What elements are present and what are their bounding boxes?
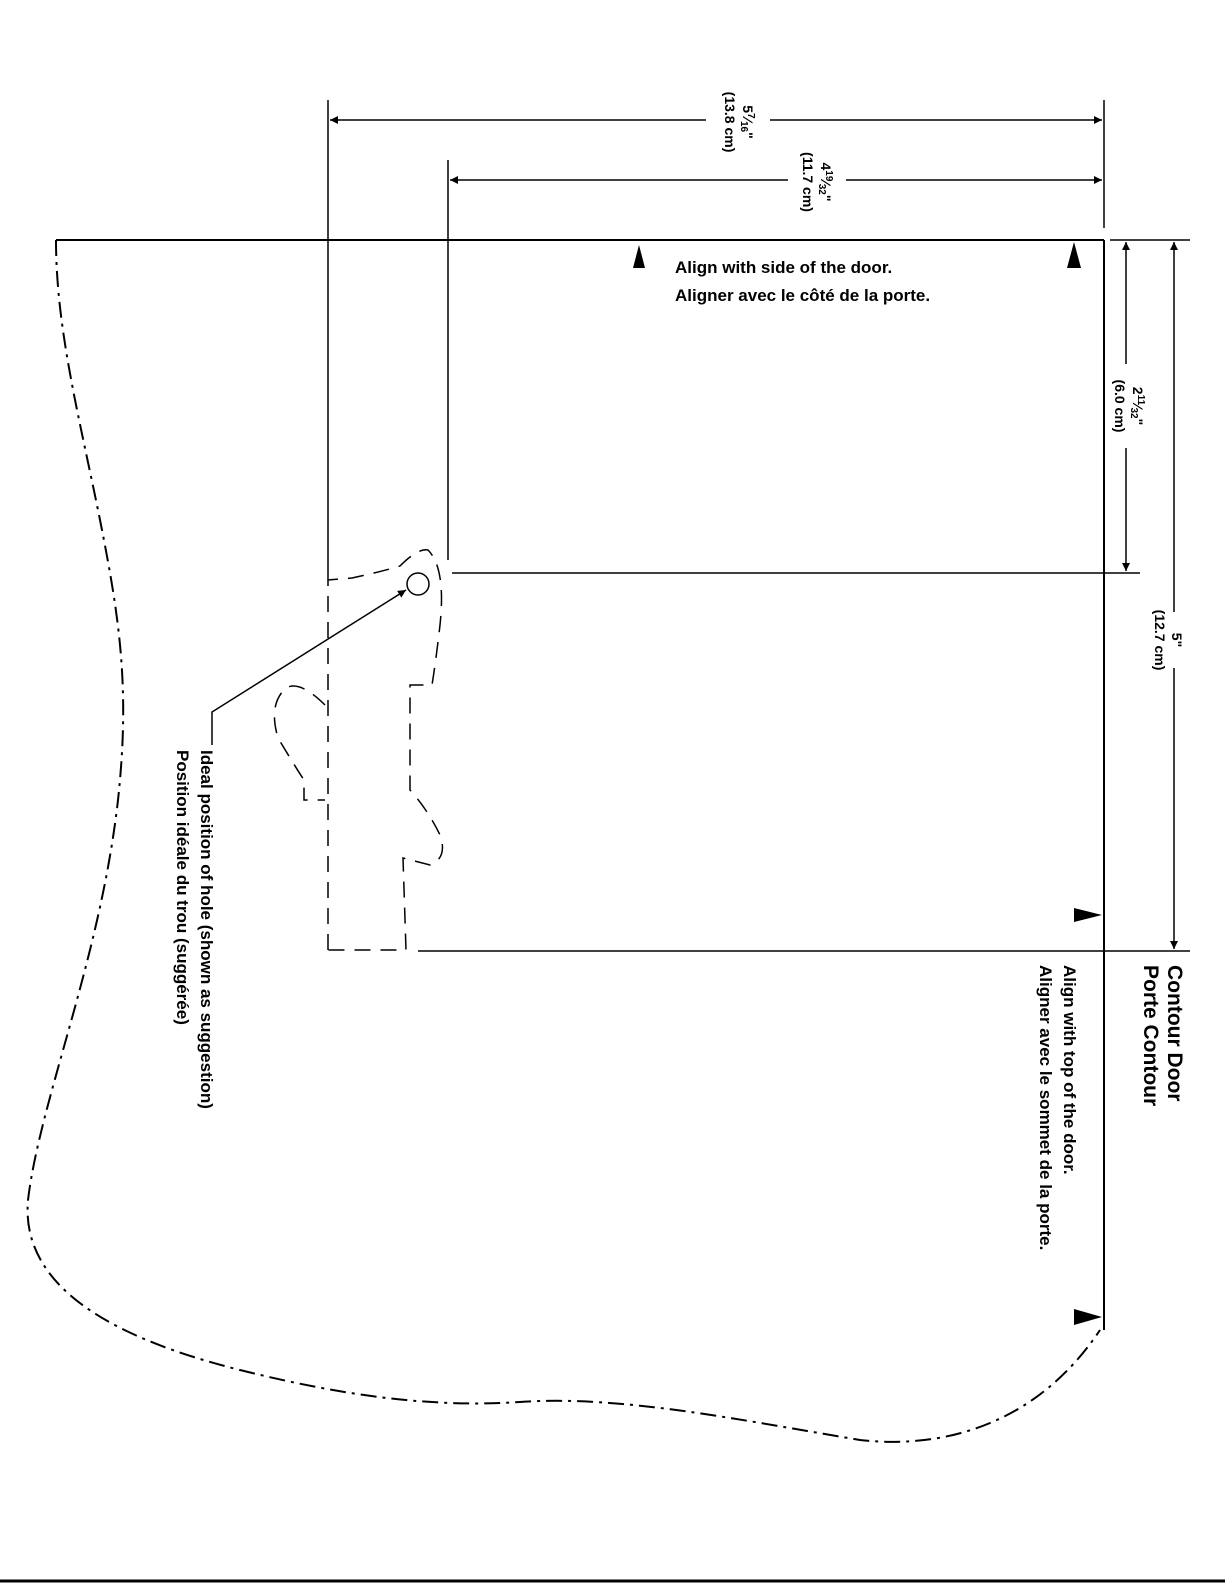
align-side-marker-right (1067, 242, 1081, 268)
align-top-marker-lower (1074, 1309, 1102, 1325)
dimension-4-main: 5" (1169, 633, 1185, 647)
dimension-2-numerator: 19 (823, 170, 834, 182)
align-top-text-fr: Aligner avec le sommet de la porte. (1036, 965, 1055, 1250)
ideal-hole-circle (407, 573, 429, 595)
align-side-text-fr: Aligner avec le côté de la porte. (675, 286, 930, 305)
align-top-marker-upper (1074, 908, 1102, 922)
dimension-1-label: 57⁄16" (13.8 cm) (722, 92, 756, 153)
dimension-2-denominator: 32 (816, 184, 827, 196)
align-side-text-en: Align with side of the door. (675, 258, 892, 277)
dimension-1-denominator: 16 (738, 121, 749, 133)
dimension-3-cm: (6.0 cm) (1112, 380, 1128, 433)
svg-text:57⁄16": 57⁄16" (738, 105, 756, 138)
handle-finger-grip (274, 686, 325, 800)
align-side-marker-left (633, 245, 645, 268)
align-top-text-en: Align with top of the door. (1060, 965, 1079, 1175)
dimension-3-label: 211⁄32" (6.0 cm) (1112, 380, 1146, 433)
title-block: Contour Door Porte Contour (1139, 965, 1186, 1106)
svg-text:419⁄32": 419⁄32" (816, 162, 834, 201)
hole-leader-line (212, 590, 406, 745)
dimension-1-whole: 5 (740, 105, 756, 113)
dimension-4-label: 5" (12.7 cm) (1152, 610, 1185, 671)
dimension-1-cm: (13.8 cm) (722, 92, 738, 153)
dimension-3-numerator: 11 (1135, 395, 1146, 406)
handle-outline (328, 550, 442, 950)
dimension-2-label: 419⁄32" (11.7 cm) (800, 152, 834, 212)
hole-text-en: Ideal position of hole (shown as suggest… (197, 750, 216, 1109)
svg-text:211⁄32": 211⁄32" (1128, 387, 1146, 425)
dimension-3-denominator: 32 (1128, 407, 1139, 419)
dimension-4-cm: (12.7 cm) (1152, 610, 1168, 671)
title-en: Contour Door (1163, 965, 1186, 1101)
dimension-3-whole: 2 (1130, 387, 1146, 395)
hole-text-fr: Position idéale du trou (suggérée) (173, 750, 192, 1025)
align-top-label: Align with top of the door. Aligner avec… (1036, 965, 1079, 1250)
dimension-2-whole: 4 (818, 162, 834, 170)
hole-label: Ideal position of hole (shown as suggest… (173, 750, 216, 1109)
dimension-2-cm: (11.7 cm) (800, 152, 816, 212)
title-fr: Porte Contour (1139, 965, 1162, 1106)
